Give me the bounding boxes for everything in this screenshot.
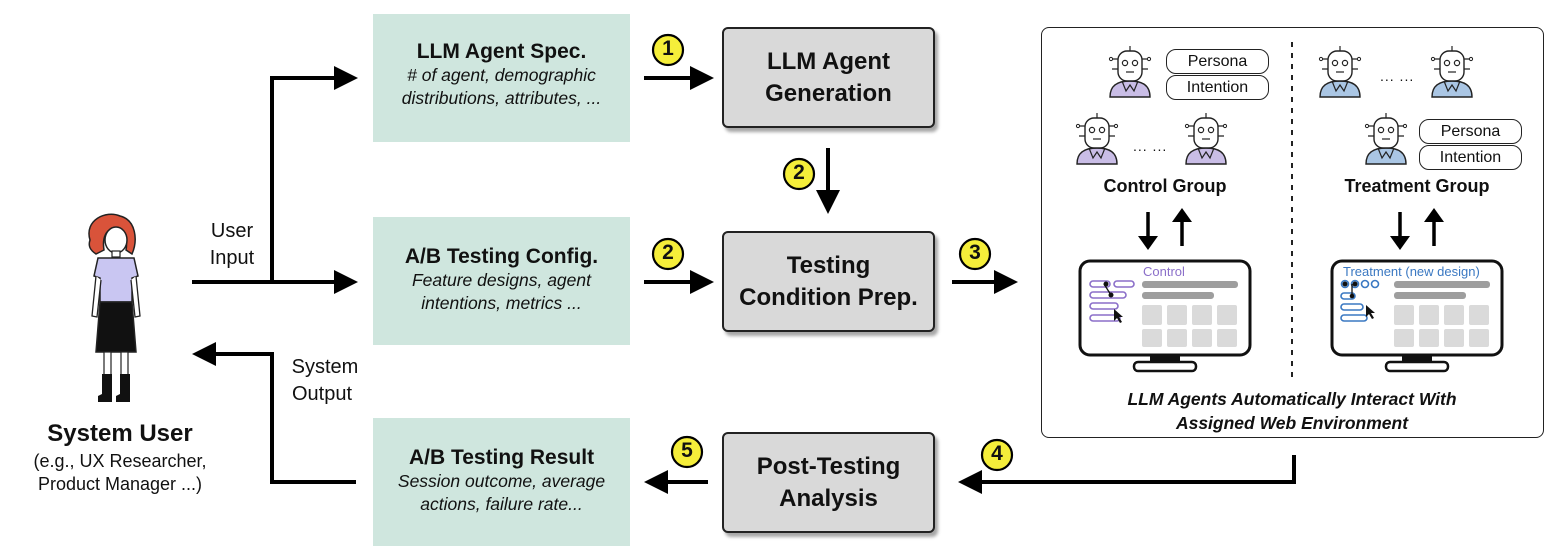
system-user-subtitle-2: Product Manager ...) [37,474,203,494]
ab-config-title: A/B Testing Config. [404,245,599,268]
ab-result-title: A/B Testing Result [408,446,595,469]
arrowhead-spec [334,66,358,90]
agent-generation-line-2: Generation [765,79,892,107]
arrowhead-down-prep [816,190,840,214]
cursor-icon [1114,309,1123,323]
badge-4-circle [980,438,1014,472]
condition-prep-line-1: Testing [786,251,871,279]
person-icon [88,213,141,402]
agent-generation-line-1: LLM Agent [766,47,891,75]
badge-1-circle [651,33,685,67]
ab-config-box: A/B Testing Config. Feature designs, age… [373,217,630,345]
control-group-label: Control Group [1103,176,1227,196]
user-input-branch-line [270,76,336,282]
ab-result-line-1: Session outcome, average [397,471,606,491]
robot-icon [1364,112,1408,165]
control-screen-label: Control [1143,264,1185,279]
simulation-panel [1041,27,1544,438]
arrowhead-analysis [958,470,982,494]
badge-2b: 2 [662,241,674,264]
treatment-ellipsis: ... ... [1380,68,1415,84]
arrowhead-result [644,470,668,494]
robot-icon [1108,45,1152,98]
system-output-label-2: Output [291,383,353,405]
system-output-line [214,352,356,484]
condition-prep-line-2: Condition Prep. [739,283,918,311]
system-output-label-1: System [291,356,359,378]
post-testing-line-1: Post-Testing [756,452,901,480]
agent-spec-line-2: distributions, attributes, ... [401,88,602,108]
treatment-intention-pill: Intention [1419,145,1522,170]
agent-spec-title: LLM Agent Spec. [416,40,587,63]
arrowhead-panel [994,270,1018,294]
control-persona-pill: Persona [1166,49,1269,74]
agent-spec-line-1: # of agent, demographic [407,65,596,85]
control-ellipsis: ... ... [1133,138,1168,154]
arrowhead-output [192,342,216,366]
ab-result-line-2: actions, failure rate... [420,494,583,514]
treatment-group-label: Treatment Group [1344,176,1490,196]
user-input-label-2: Input [209,247,255,269]
badge-5: 5 [681,439,693,462]
badge-5-circle [670,435,704,469]
post-testing-line-2: Analysis [779,484,878,512]
agent-spec-box: LLM Agent Spec. # of agent, demographic … [373,14,630,142]
badge-2b-circle [651,237,685,271]
treatment-screen-label: Treatment (new design) [1343,264,1480,279]
badge-3: 3 [969,241,981,264]
monitor-icon [1330,259,1504,373]
robot-icon [1075,112,1119,165]
panel-caption-1: LLM Agents Automatically Interact With [1127,389,1457,409]
arrowhead-prep [690,270,714,294]
badge-1: 1 [662,37,674,60]
cursor-icon [1366,305,1375,319]
monitor-icon [1078,259,1252,373]
treatment-persona-pill: Persona [1419,119,1522,144]
user-input-label-1: User [210,220,254,242]
arrow-panel-analysis [980,455,1296,484]
ab-result-box: A/B Testing Result Session outcome, aver… [373,418,630,546]
ab-config-line-2: intentions, metrics ... [421,293,582,313]
arrowhead-generation [690,66,714,90]
system-user-subtitle-1: (e.g., UX Researcher, [33,451,207,471]
badge-3-circle [958,237,992,271]
system-user-title: System User [47,420,193,447]
badge-2a-circle [782,157,816,191]
robot-icon [1430,45,1474,98]
robot-icon [1184,112,1228,165]
control-intention-pill: Intention [1166,75,1269,100]
ab-config-line-1: Feature designs, agent [411,270,591,290]
robot-icon [1318,45,1362,98]
badge-4: 4 [991,442,1003,465]
panel-caption-2: Assigned Web Environment [1175,413,1409,433]
arrowhead-config [334,270,358,294]
badge-2a: 2 [793,161,805,184]
